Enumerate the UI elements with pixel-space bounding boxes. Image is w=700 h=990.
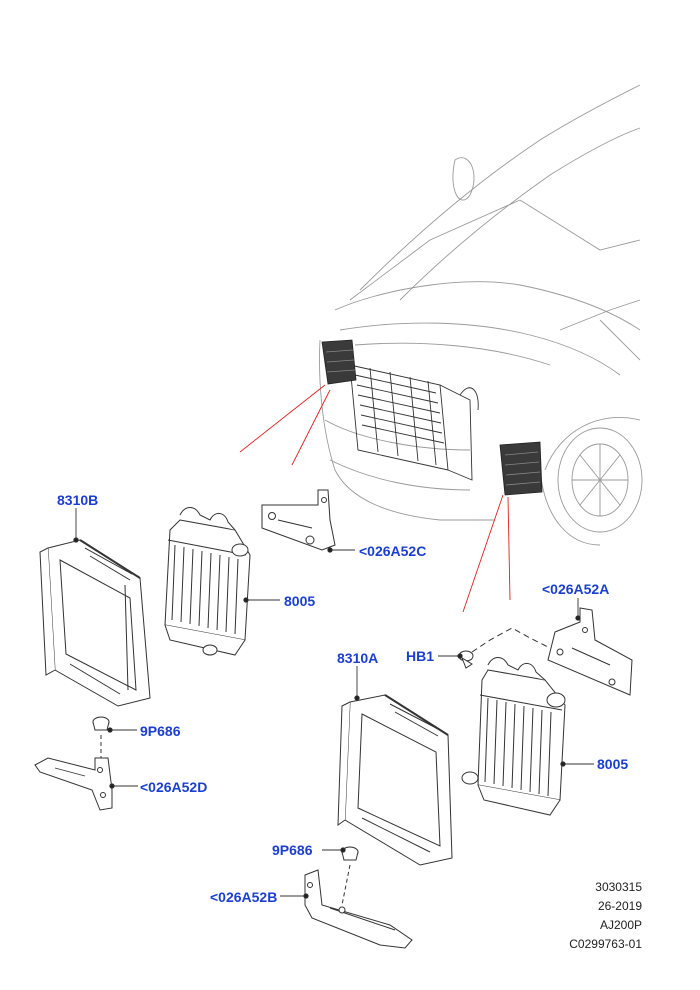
callout-026a52d[interactable]: <026A52D xyxy=(140,779,208,795)
callout-8310a[interactable]: 8310A xyxy=(337,650,379,666)
drawing-reference-stamp: 3030315 26-2019 AJ200P C0299763-01 xyxy=(569,878,642,954)
vehicle-radiator-assembly xyxy=(349,364,479,481)
bracket-026a52d xyxy=(34,757,113,811)
bracket-026a52b xyxy=(304,869,413,949)
callout-8005-left[interactable]: 8005 xyxy=(284,593,316,609)
bolt-hb1 xyxy=(458,627,551,669)
stamp-line-4: C0299763-01 xyxy=(569,937,642,951)
stamp-line-3: AJ200P xyxy=(599,918,642,932)
stamp-line-1: 3030315 xyxy=(595,880,642,894)
red-leader-lines xyxy=(239,384,511,613)
vehicle-grille-inserts xyxy=(321,339,543,496)
mount-9p686-right xyxy=(341,846,359,906)
radiator-8005-right xyxy=(461,657,566,816)
radiator-8005-left xyxy=(164,507,251,656)
bracket-026a52a xyxy=(547,607,633,696)
callout-leaders xyxy=(73,508,594,899)
callout-8310b[interactable]: 8310B xyxy=(57,492,99,508)
mount-9p686-left xyxy=(92,716,110,760)
callout-026a52b[interactable]: <026A52B xyxy=(210,889,278,905)
shroud-8310a xyxy=(337,694,453,866)
stamp-line-2: 26-2019 xyxy=(597,899,642,913)
callout-026a52c[interactable]: <026A52C xyxy=(359,543,427,559)
callout-8005-right[interactable]: 8005 xyxy=(597,756,629,772)
callout-hb1[interactable]: HB1 xyxy=(406,648,435,664)
callout-9p686-left[interactable]: 9P686 xyxy=(140,723,181,739)
callout-9p686-right[interactable]: 9P686 xyxy=(272,842,313,858)
vehicle-outline xyxy=(319,84,643,546)
shroud-8310b xyxy=(39,539,151,707)
bracket-026a52c xyxy=(261,489,336,551)
callout-026a52a[interactable]: <026A52A xyxy=(542,581,610,597)
